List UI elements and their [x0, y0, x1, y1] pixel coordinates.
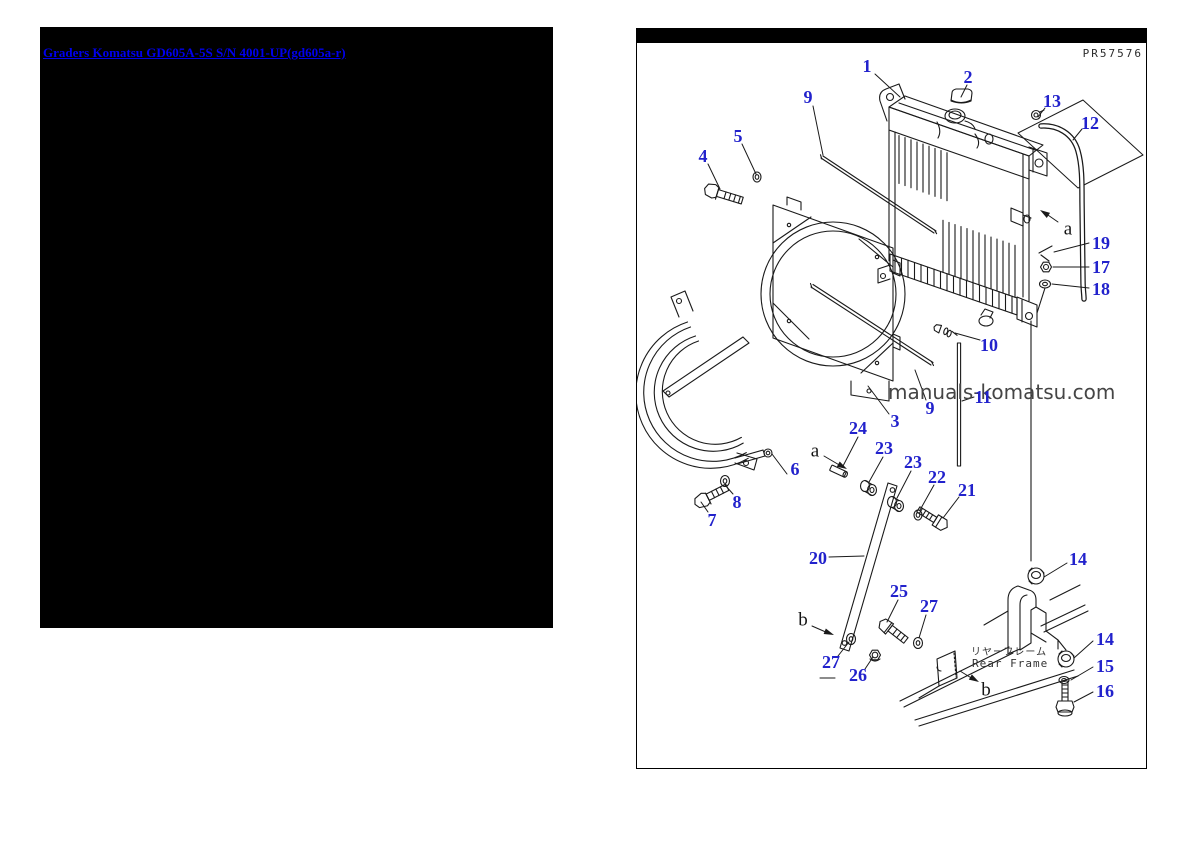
leader-line [1043, 562, 1068, 578]
leader-line [828, 555, 865, 558]
leader-line [874, 73, 901, 98]
leader-line [1053, 242, 1090, 253]
breadcrumb-model-link[interactable]: Graders Komatsu GD605A-5S S/N 4001-UP(gd… [43, 45, 346, 60]
leader-line [707, 163, 721, 190]
leader-line [896, 470, 912, 499]
leader-line [1037, 107, 1046, 118]
leader-line [954, 332, 981, 341]
leader-line [812, 105, 824, 156]
leader-line [961, 396, 975, 402]
mount-plate [936, 650, 958, 687]
fan-guard [637, 290, 773, 471]
leader-line [837, 641, 850, 657]
leader-line [1073, 691, 1094, 703]
bottom-fasteners [819, 618, 1079, 727]
leader-line [741, 143, 757, 175]
leader-line [1072, 128, 1083, 141]
section-arrow [823, 628, 834, 635]
section-arrow [968, 674, 979, 682]
bolt-10 [933, 324, 958, 338]
radiator-hose [1017, 99, 1144, 302]
leader-line [868, 456, 884, 483]
hose-clamp [1030, 109, 1042, 121]
tie-rods [809, 154, 962, 467]
leader-lines [700, 73, 1094, 703]
diagram-title-bar [637, 29, 1146, 43]
leader-line [842, 436, 859, 467]
leader-line [942, 496, 960, 519]
rear-frame-label-en: Rear Frame [972, 657, 1049, 670]
leader-line [914, 369, 927, 401]
section-arrow [1040, 210, 1051, 218]
leader-line [864, 656, 874, 670]
leader-line [700, 501, 709, 513]
section-arrow [836, 461, 847, 469]
watermark: manuals-komatsu.com [888, 380, 1116, 404]
leader-line [918, 614, 927, 639]
leader-line [1073, 640, 1094, 659]
leader-line [771, 453, 788, 475]
leader-line [886, 599, 899, 623]
leader-line [724, 484, 734, 495]
radiator-assembly [877, 83, 1048, 328]
leader-line [960, 84, 968, 98]
rear-frame-label-jp: リヤーフレーム [971, 647, 1048, 658]
mount-bolts-left [694, 171, 762, 509]
clip-nut-washer [1036, 245, 1053, 314]
leader-line [1070, 666, 1094, 681]
parts-diagram-drawing [637, 73, 1144, 727]
fan-shroud [760, 196, 906, 402]
parts-diagram-panel: PR57576 [636, 28, 1147, 769]
leader-line [867, 385, 890, 415]
figure-code: PR57576 [1082, 47, 1143, 60]
radiator-cap [950, 88, 973, 104]
stay-and-hardware [829, 464, 948, 652]
leader-line [1051, 283, 1090, 289]
leader-line [919, 484, 935, 511]
rear-frame-bracket [983, 320, 1089, 717]
left-black-panel: Graders Komatsu GD605A-5S S/N 4001-UP(gd… [40, 27, 553, 628]
